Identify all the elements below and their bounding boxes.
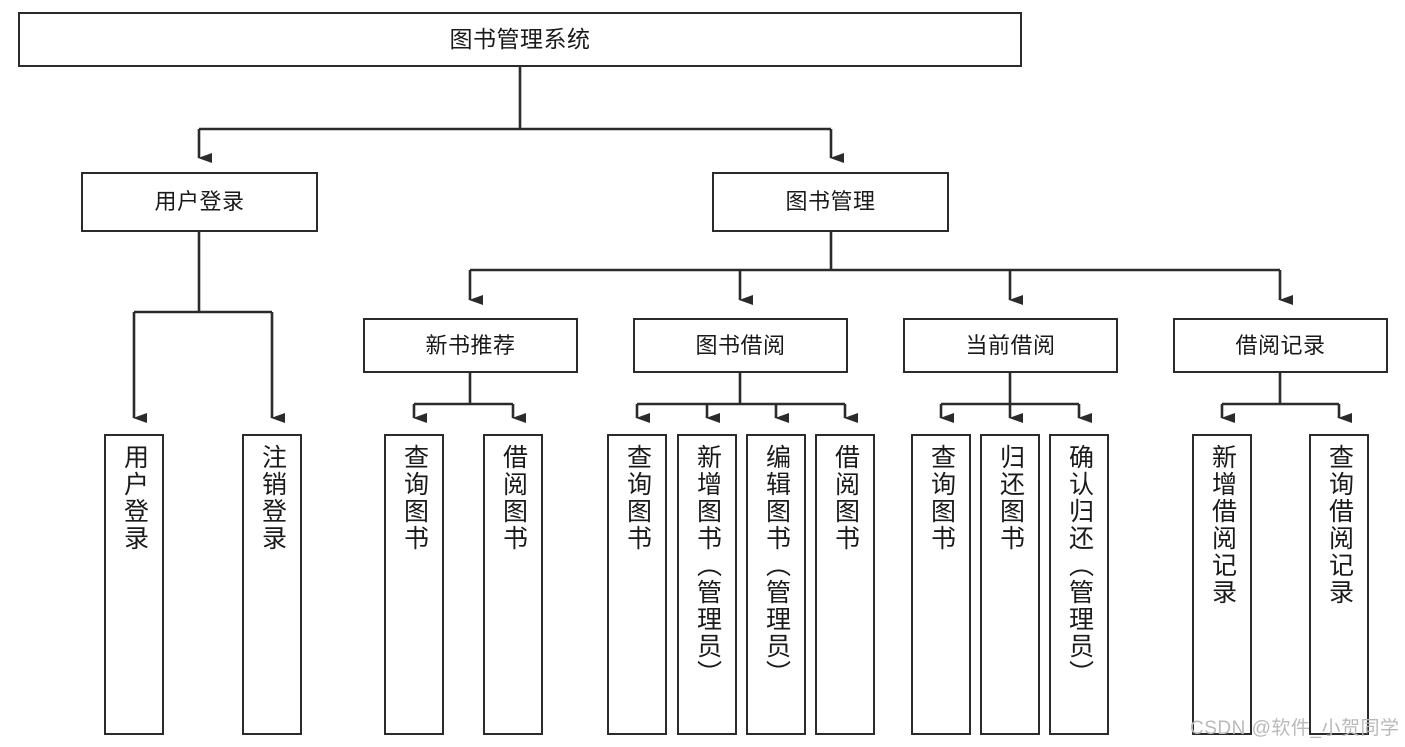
node-leaf-user-login[interactable]: 用户登录 — [104, 434, 164, 735]
node-borrow-record-label: 借阅记录 — [1235, 332, 1326, 358]
node-leaf-add-book-label: 新增图书（管理员） — [693, 444, 722, 687]
node-leaf-query-book-2[interactable]: 查询图书 — [607, 434, 667, 735]
node-leaf-borrow-book-1[interactable]: 借阅图书 — [483, 434, 543, 735]
node-leaf-query-book-1[interactable]: 查询图书 — [384, 434, 444, 735]
node-root-label: 图书管理系统 — [449, 25, 591, 52]
node-leaf-query-book-3[interactable]: 查询图书 — [911, 434, 971, 735]
node-leaf-confirm-return-label: 确认归还（管理员） — [1065, 444, 1094, 687]
node-leaf-add-record-label: 新增借阅记录 — [1208, 444, 1237, 606]
node-leaf-borrow-book-2[interactable]: 借阅图书 — [815, 434, 875, 735]
node-book-borrow[interactable]: 图书借阅 — [633, 318, 848, 373]
node-new-book-recommend[interactable]: 新书推荐 — [363, 318, 578, 373]
node-current-borrow-label: 当前借阅 — [965, 332, 1056, 358]
node-book-manage-label: 图书管理 — [785, 189, 876, 215]
node-user-login-label: 用户登录 — [154, 189, 245, 215]
node-leaf-user-logout[interactable]: 注销登录 — [242, 434, 302, 735]
node-leaf-query-book-3-label: 查询图书 — [927, 444, 956, 552]
node-leaf-add-record[interactable]: 新增借阅记录 — [1192, 434, 1252, 735]
node-leaf-edit-book-label: 编辑图书（管理员） — [762, 444, 791, 687]
node-leaf-confirm-return[interactable]: 确认归还（管理员） — [1049, 434, 1109, 735]
node-leaf-edit-book[interactable]: 编辑图书（管理员） — [746, 434, 806, 735]
node-book-manage[interactable]: 图书管理 — [712, 172, 949, 232]
node-leaf-user-logout-label: 注销登录 — [258, 444, 287, 552]
node-leaf-return-book[interactable]: 归还图书 — [980, 434, 1040, 735]
node-new-book-recommend-label: 新书推荐 — [425, 332, 516, 358]
node-root[interactable]: 图书管理系统 — [18, 12, 1022, 67]
node-leaf-query-record[interactable]: 查询借阅记录 — [1309, 434, 1369, 735]
node-leaf-borrow-book-2-label: 借阅图书 — [831, 444, 860, 552]
node-leaf-user-login-label: 用户登录 — [120, 444, 149, 552]
node-leaf-return-book-label: 归还图书 — [996, 444, 1025, 552]
node-leaf-query-book-2-label: 查询图书 — [623, 444, 652, 552]
node-current-borrow[interactable]: 当前借阅 — [903, 318, 1118, 373]
node-leaf-borrow-book-1-label: 借阅图书 — [499, 444, 528, 552]
node-book-borrow-label: 图书借阅 — [695, 332, 786, 358]
node-user-login[interactable]: 用户登录 — [81, 172, 318, 232]
node-leaf-query-book-1-label: 查询图书 — [400, 444, 429, 552]
node-leaf-add-book[interactable]: 新增图书（管理员） — [677, 434, 737, 735]
node-borrow-record[interactable]: 借阅记录 — [1173, 318, 1388, 373]
node-leaf-query-record-label: 查询借阅记录 — [1325, 444, 1354, 606]
csdn-watermark: CSDN @软件_小贺同学 — [1190, 718, 1400, 739]
